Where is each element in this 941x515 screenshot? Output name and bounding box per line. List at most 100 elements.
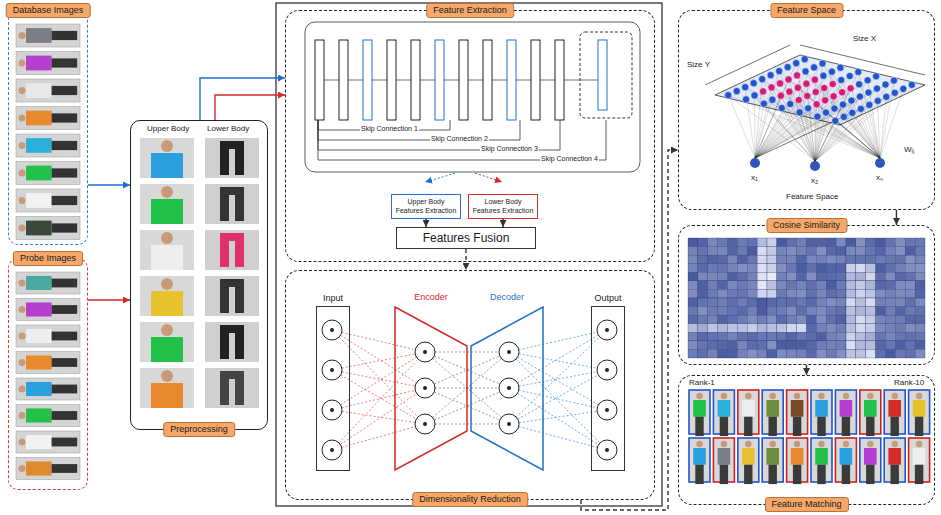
heatmap-cell — [718, 272, 728, 281]
legs — [52, 141, 78, 150]
decoder-trapezoid: Decoder — [470, 306, 544, 471]
heatmap-cell — [747, 255, 757, 264]
heatmap-cell — [876, 281, 886, 290]
heatmap-cell — [846, 264, 856, 273]
heatmap-cell — [688, 264, 698, 273]
person-image — [787, 390, 808, 436]
legs — [52, 332, 78, 341]
heatmap-cell — [787, 341, 797, 350]
heatmap-cell — [836, 332, 846, 341]
som-unit — [804, 92, 811, 99]
legs — [793, 465, 801, 484]
heatmap-cell — [886, 298, 896, 307]
heatmap-cell — [866, 341, 876, 350]
weight-line — [823, 63, 880, 158]
som-unit — [733, 88, 740, 95]
som-unit — [819, 60, 826, 67]
heatmap-cell — [737, 332, 747, 341]
heatmap-cell — [728, 247, 738, 256]
heatmap-cell — [767, 289, 777, 298]
heatmap-cell — [905, 238, 915, 247]
heatmap-cell — [737, 324, 747, 333]
heatmap-cell — [876, 264, 886, 273]
heatmap-cell — [787, 264, 797, 273]
som-unit — [873, 85, 880, 92]
heatmap-cell — [708, 247, 718, 256]
heatmap-cell — [787, 281, 797, 290]
som-unit — [776, 80, 783, 87]
torso — [151, 383, 183, 408]
heatmap-cell — [856, 289, 866, 298]
heatmap-cell — [836, 247, 846, 256]
weight-line — [779, 71, 815, 161]
flow-line — [444, 80, 459, 81]
heatmap-cell — [886, 341, 896, 350]
heatmap-cell — [747, 238, 757, 247]
neuron — [499, 342, 519, 362]
torso — [766, 448, 779, 465]
heatmap-cell — [718, 307, 728, 316]
heatmap-cell — [856, 272, 866, 281]
heatmap-cell — [807, 298, 817, 307]
heatmap-cell — [856, 281, 866, 290]
torso — [864, 448, 877, 465]
head — [916, 441, 922, 447]
flow-arrow — [581, 150, 678, 510]
torso — [26, 111, 52, 126]
head — [745, 393, 751, 399]
heatmap-cell — [688, 341, 698, 350]
weight-line — [754, 95, 755, 158]
heatmap-cell — [787, 247, 797, 256]
heatmap-cell — [698, 255, 708, 264]
weight-line — [342, 411, 415, 422]
heatmap-cell — [767, 247, 777, 256]
heatmap-cell — [836, 289, 846, 298]
heatmap-cell — [856, 298, 866, 307]
neuron-core — [330, 408, 334, 412]
head — [19, 465, 26, 472]
annotation-label: Upper Body — [146, 124, 190, 133]
heatmap-cell — [826, 289, 836, 298]
weight-line — [342, 390, 416, 407]
heatmap-cell — [866, 315, 876, 324]
leg — [220, 279, 229, 313]
torso — [26, 329, 52, 343]
torso — [815, 448, 828, 465]
weight-line — [815, 80, 868, 161]
heatmap-cell — [886, 238, 896, 247]
som-unit — [811, 76, 818, 83]
heatmap-cell — [886, 247, 896, 256]
heatmap-cell — [777, 298, 787, 307]
legs — [915, 465, 923, 484]
heatmap-cell — [816, 341, 826, 350]
som-unit — [767, 72, 774, 79]
heatmap-cell — [698, 289, 708, 298]
heatmap-cell — [797, 289, 807, 298]
person-image — [713, 438, 734, 484]
head — [19, 225, 26, 232]
weight-line — [342, 332, 416, 349]
stage-panel: Cosine Similarity — [678, 225, 935, 365]
som-unit — [838, 76, 845, 83]
som-unit — [890, 77, 897, 84]
heatmap-cell — [737, 247, 747, 256]
flow-arrow — [215, 95, 285, 120]
layer-block — [459, 40, 468, 120]
head — [161, 186, 173, 198]
legs — [744, 417, 752, 436]
legs — [695, 417, 703, 436]
heatmap-cell — [836, 324, 846, 333]
heatmap-cell — [698, 307, 708, 316]
weight-line — [790, 104, 815, 161]
heatmap-cell — [757, 255, 767, 264]
photo-ground — [16, 299, 80, 321]
heatmap-cell — [876, 341, 886, 350]
torso — [26, 461, 52, 475]
heatmap-cell — [856, 238, 866, 247]
photo-ground — [16, 189, 80, 212]
person-image — [689, 390, 710, 436]
heatmap-cell — [836, 264, 846, 273]
heatmap-cell — [886, 264, 896, 273]
person-image — [909, 438, 930, 484]
photo-ground — [16, 162, 80, 185]
